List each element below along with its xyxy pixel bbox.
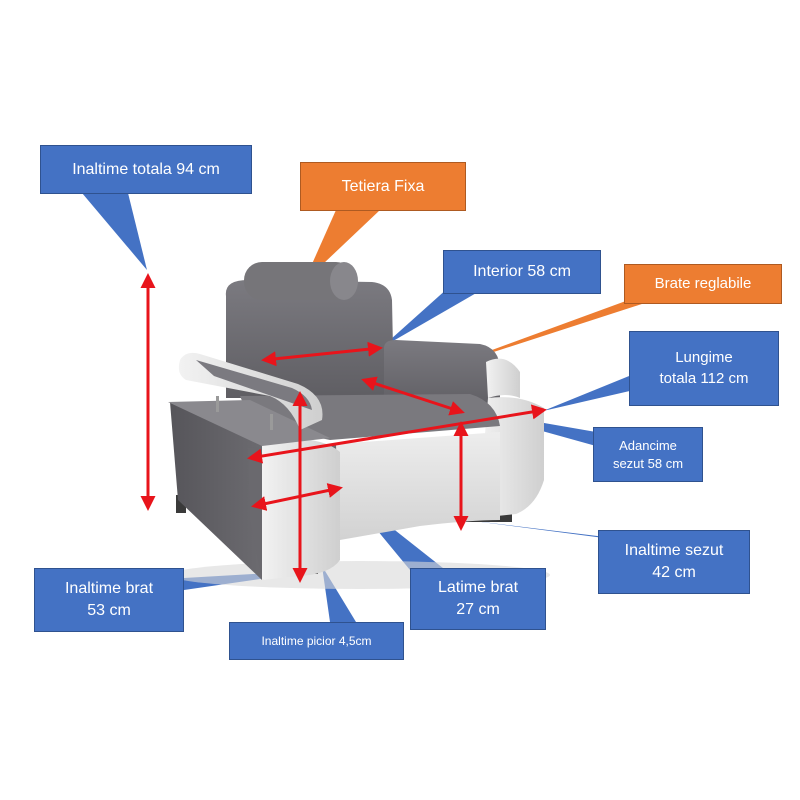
headrest-end	[330, 262, 358, 300]
callout-latime-brat: Latime brat 27 cm	[410, 568, 546, 630]
dimension-arrows	[140, 273, 547, 583]
backrest	[225, 280, 394, 398]
callout-tetiera-fixa: Tetiera Fixa	[300, 162, 466, 211]
callout-text-line2: 42 cm	[652, 564, 696, 581]
callout-text-line2: totala 112 cm	[659, 369, 749, 387]
callout-text: Brate reglabile	[654, 274, 752, 292]
armrest-post-1	[216, 396, 219, 412]
callout-text-line1: Inaltime brat	[64, 580, 154, 598]
callout-inaltime-totala: Inaltime totala 94 cm	[40, 145, 252, 194]
callout-inaltime-picior: Inaltime picior 4,5cm	[229, 622, 404, 660]
armchair	[168, 262, 550, 589]
headrest	[244, 262, 354, 300]
pointer-inaltime-sezut	[466, 520, 630, 540]
left-armrest-fabric	[196, 360, 312, 410]
pointer-inaltime-totala	[82, 193, 147, 270]
callout-brate-reglabile: Brate reglabile	[624, 264, 782, 304]
callout-text-line2: sezut 58 cm	[612, 455, 684, 471]
callout-interior: Interior 58 cm	[443, 250, 601, 294]
pointer-interior	[381, 288, 478, 348]
callout-inaltime-brat: Inaltime brat 53 cm	[34, 568, 184, 632]
armrest-post-2	[270, 414, 273, 430]
callout-text-line2: 27 cm	[456, 601, 500, 618]
arrow-interior	[261, 341, 383, 367]
right-arm-cap	[486, 358, 520, 398]
callout-adancime-sezut: Adancime sezut 58 cm	[593, 427, 703, 482]
callout-text: Tetiera Fixa	[341, 177, 425, 195]
callout-lungime-totala: Lungime totala 112 cm	[629, 331, 779, 406]
callout-text-line1: Adancime	[619, 437, 677, 453]
callout-text-line1: Latime brat	[437, 579, 519, 597]
left-side	[170, 402, 262, 580]
callout-inaltime-sezut: Inaltime sezut 42 cm	[598, 530, 750, 594]
pointer-lungime	[543, 374, 634, 411]
callout-text: Inaltime totala 94 cm	[72, 160, 220, 178]
callout-text: Inaltime picior 4,5cm	[261, 633, 372, 648]
foot-left	[176, 495, 186, 513]
callout-text-line1: Lungime	[675, 349, 733, 367]
callout-text-line1: Inaltime sezut	[624, 542, 724, 560]
callout-text: Interior 58 cm	[473, 263, 571, 281]
front-base	[336, 432, 500, 540]
callout-text-line2: 53 cm	[87, 602, 131, 619]
